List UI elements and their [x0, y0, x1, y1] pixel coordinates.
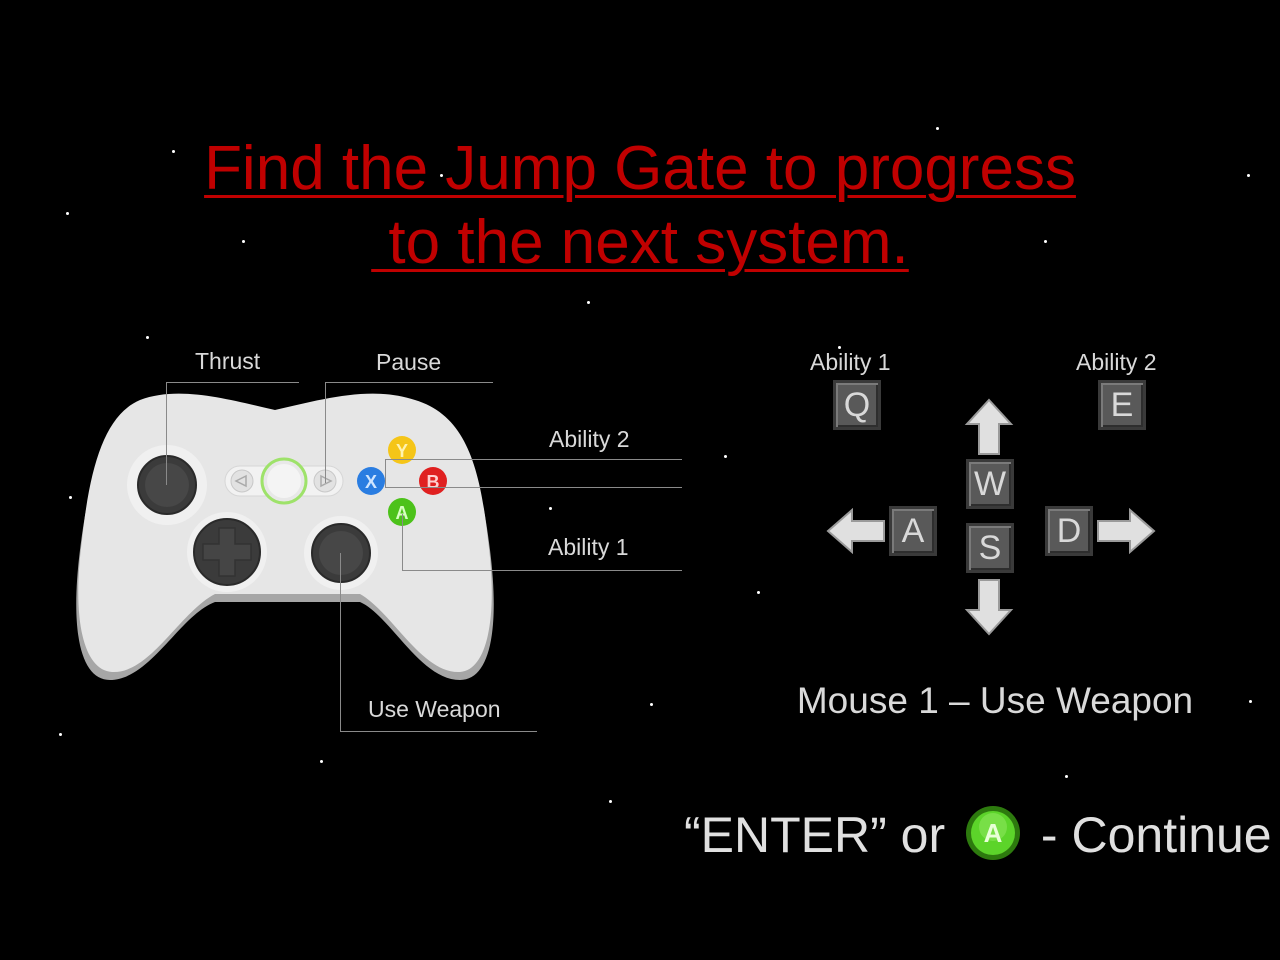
star	[1249, 700, 1252, 703]
star	[242, 240, 245, 243]
star	[66, 212, 69, 215]
star	[1247, 174, 1250, 177]
star	[146, 336, 149, 339]
ability1-leader	[402, 514, 682, 571]
key-e: E	[1098, 380, 1146, 430]
arrow-down-icon	[964, 579, 1014, 636]
star	[609, 800, 612, 803]
mouse-weapon-hint: Mouse 1 – Use Weapon	[796, 680, 1194, 721]
ability2-controller-label: Ability 2	[549, 426, 630, 452]
star	[1065, 775, 1068, 778]
ability1-keyboard-label: Ability 1	[810, 349, 891, 375]
key-s: S	[966, 523, 1014, 573]
star	[936, 127, 939, 130]
key-d: D	[1045, 506, 1093, 556]
y-button-icon: Y	[388, 436, 416, 464]
ability1-controller-label: Ability 1	[548, 534, 629, 560]
svg-text:A: A	[396, 503, 409, 523]
key-q: Q	[833, 380, 881, 430]
thrust-label: Thrust	[195, 348, 261, 374]
continue-prompt[interactable]: “ENTER” or A - Continue	[684, 805, 1272, 867]
a-button-continue-icon: A	[966, 805, 1021, 860]
objective-title: Find the Jump Gate to progress to the ne…	[140, 132, 1140, 280]
arrow-up-icon	[964, 398, 1014, 455]
svg-text:X: X	[365, 472, 377, 492]
svg-text:A: A	[984, 818, 1003, 848]
star	[172, 150, 175, 153]
key-a: A	[889, 506, 937, 556]
continue-suffix: - Continue	[1040, 807, 1272, 863]
star	[650, 703, 653, 706]
star	[724, 455, 727, 458]
arrow-right-icon	[1097, 508, 1156, 554]
star	[1044, 240, 1047, 243]
objective-line-1: Find the Jump Gate to progress	[204, 134, 1076, 203]
pause-label: Pause	[376, 349, 442, 375]
star	[320, 760, 323, 763]
back-button-icon	[230, 469, 254, 493]
a-button-icon: A	[388, 498, 416, 526]
use-weapon-controller-label: Use Weapon	[368, 696, 501, 722]
x-button-icon: X	[357, 467, 385, 495]
star	[757, 591, 760, 594]
star	[587, 301, 590, 304]
star	[59, 733, 62, 736]
continue-prefix: “ENTER” or	[684, 807, 946, 863]
gamepad-illustration: Y X B A	[76, 393, 494, 680]
pause-leader	[325, 382, 493, 483]
arrow-left-icon	[826, 508, 885, 554]
objective-line-2: to the next system.	[371, 208, 909, 277]
use-weapon-leader	[340, 553, 537, 732]
svg-text:Y: Y	[396, 441, 408, 461]
star	[549, 507, 552, 510]
star	[440, 174, 443, 177]
key-w: W	[966, 459, 1014, 509]
ability2-keyboard-label: Ability 2	[1076, 349, 1157, 375]
thrust-leader	[166, 382, 299, 485]
star	[838, 346, 841, 349]
star	[69, 496, 72, 499]
ability2-leader	[385, 459, 682, 488]
